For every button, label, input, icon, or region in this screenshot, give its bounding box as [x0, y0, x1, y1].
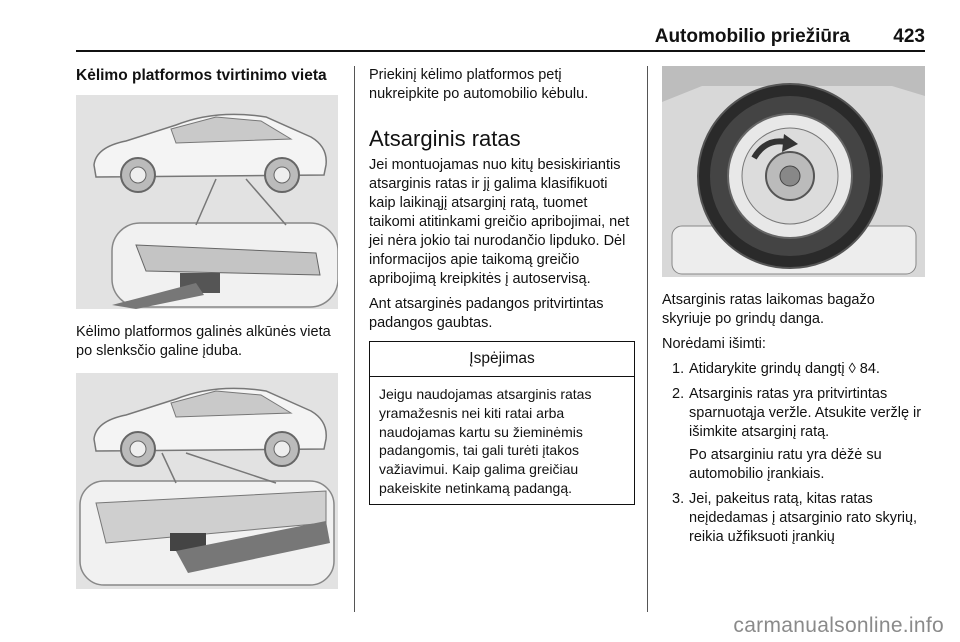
- step-number: 2.: [672, 386, 685, 402]
- illustration-car-side-lift-rear: [76, 95, 338, 309]
- step-note: Po atsarginiu ratu yra dėžė su automobil…: [689, 447, 882, 482]
- caption-rear-lift-point: Kėlimo platformos galinės alkūnės vieta …: [76, 324, 331, 359]
- page-number: 423: [893, 26, 925, 47]
- column-right: Atsarginis ratas laikomas bagažo skyriuj…: [662, 66, 927, 553]
- step-number: 1.: [672, 361, 685, 377]
- watermark: carmanualsonline.info: [733, 614, 944, 637]
- spare-wheel-paragraph-1: Jei montuojamas nuo kitų besiskiriantis …: [369, 157, 630, 287]
- list-item: 2. Atsarginis ratas yra pritvirtintas sp…: [662, 385, 927, 484]
- illustration-car-side-lift-front: [76, 373, 338, 589]
- warning-body: Jeigu naudojamas atsarginis ratas yramaž…: [379, 386, 592, 496]
- column-left: Kėlimo platformos tvirtinimo vieta Kėlim…: [76, 66, 344, 589]
- removal-intro: Norėdami išimti:: [662, 336, 766, 352]
- illustration-spare-wheel-in-trunk: [662, 66, 925, 277]
- page-header-title: Automobilio priežiūra: [654, 26, 850, 47]
- warning-box: Įspėjimas Jeigu naudojamas atsarginis ra…: [369, 341, 635, 505]
- warning-title: Įspėjimas: [370, 342, 634, 377]
- list-item: 1. Atidarykite grindų dangtį ◊ 84.: [662, 360, 927, 379]
- spare-wheel-paragraph-2: Ant atsarginės padangos pritvirtintas pa…: [369, 296, 604, 331]
- column-divider-2: [647, 66, 648, 612]
- section-title-lift-points: Kėlimo platformos tvirtinimo vieta: [76, 67, 327, 84]
- removal-steps: 1. Atidarykite grindų dangtį ◊ 84. 2. At…: [662, 360, 927, 547]
- heading-spare-wheel: Atsarginis ratas: [369, 126, 521, 151]
- intro-paragraph: Priekinį kėlimo platformos petį nukreipk…: [369, 67, 589, 102]
- column-divider-1: [354, 66, 355, 612]
- step-number: 3.: [672, 491, 685, 507]
- list-item: 3. Jei, pakeitus ratą, kitas ratas neįde…: [662, 490, 927, 547]
- step-text: Jei, pakeitus ratą, kitas ratas neįdedam…: [689, 491, 918, 545]
- column-middle: Priekinį kėlimo platformos petį nukreipk…: [369, 66, 635, 505]
- step-text: Atsarginis ratas yra pritvirtintas sparn…: [689, 386, 922, 440]
- step-text: Atidarykite grindų dangtį ◊ 84.: [689, 361, 880, 377]
- header-rule: [76, 50, 925, 52]
- spare-wheel-location: Atsarginis ratas laikomas bagažo skyriuj…: [662, 292, 875, 327]
